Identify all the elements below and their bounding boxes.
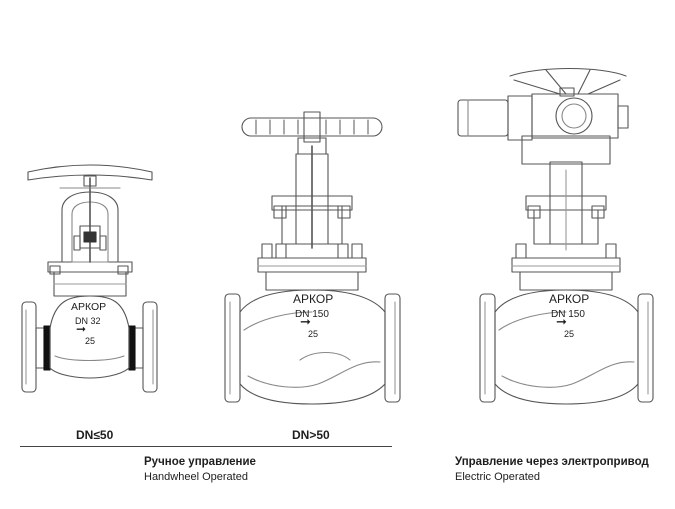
valve-large-dn: DN 150: [295, 309, 329, 320]
valve-large-flow: 25: [308, 329, 319, 339]
caption-handwheel-ru: Ручное управление: [144, 456, 256, 468]
caption-electric-ru: Управление через электропривод: [455, 456, 649, 468]
valve-small-handwheel: [21, 164, 158, 393]
valve-electric-arrow-icon: ➞: [556, 314, 567, 329]
valve-electric: [457, 68, 654, 405]
caption-handwheel-en: Handwheel Operated: [144, 471, 248, 483]
group-divider: [20, 446, 392, 447]
size-label-small: DN≤50: [76, 428, 114, 442]
valve-small-arrow-icon: ➞: [76, 322, 87, 336]
valve-large-handwheel: [224, 111, 401, 405]
valve-electric-flow: 25: [564, 329, 575, 339]
valve-large-brand: АРКОР: [293, 292, 334, 306]
valve-electric-brand: АРКОР: [549, 292, 590, 306]
valve-small-brand: АРКОР: [71, 301, 107, 313]
valve-electric-dn: DN 150: [551, 309, 585, 320]
valve-small-dn: DN 32: [75, 316, 101, 326]
valve-large-arrow-icon: ➞: [300, 314, 311, 329]
size-label-large: DN>50: [292, 428, 330, 442]
caption-electric-en: Electric Operated: [455, 471, 540, 483]
valve-small-flow: 25: [85, 336, 96, 346]
